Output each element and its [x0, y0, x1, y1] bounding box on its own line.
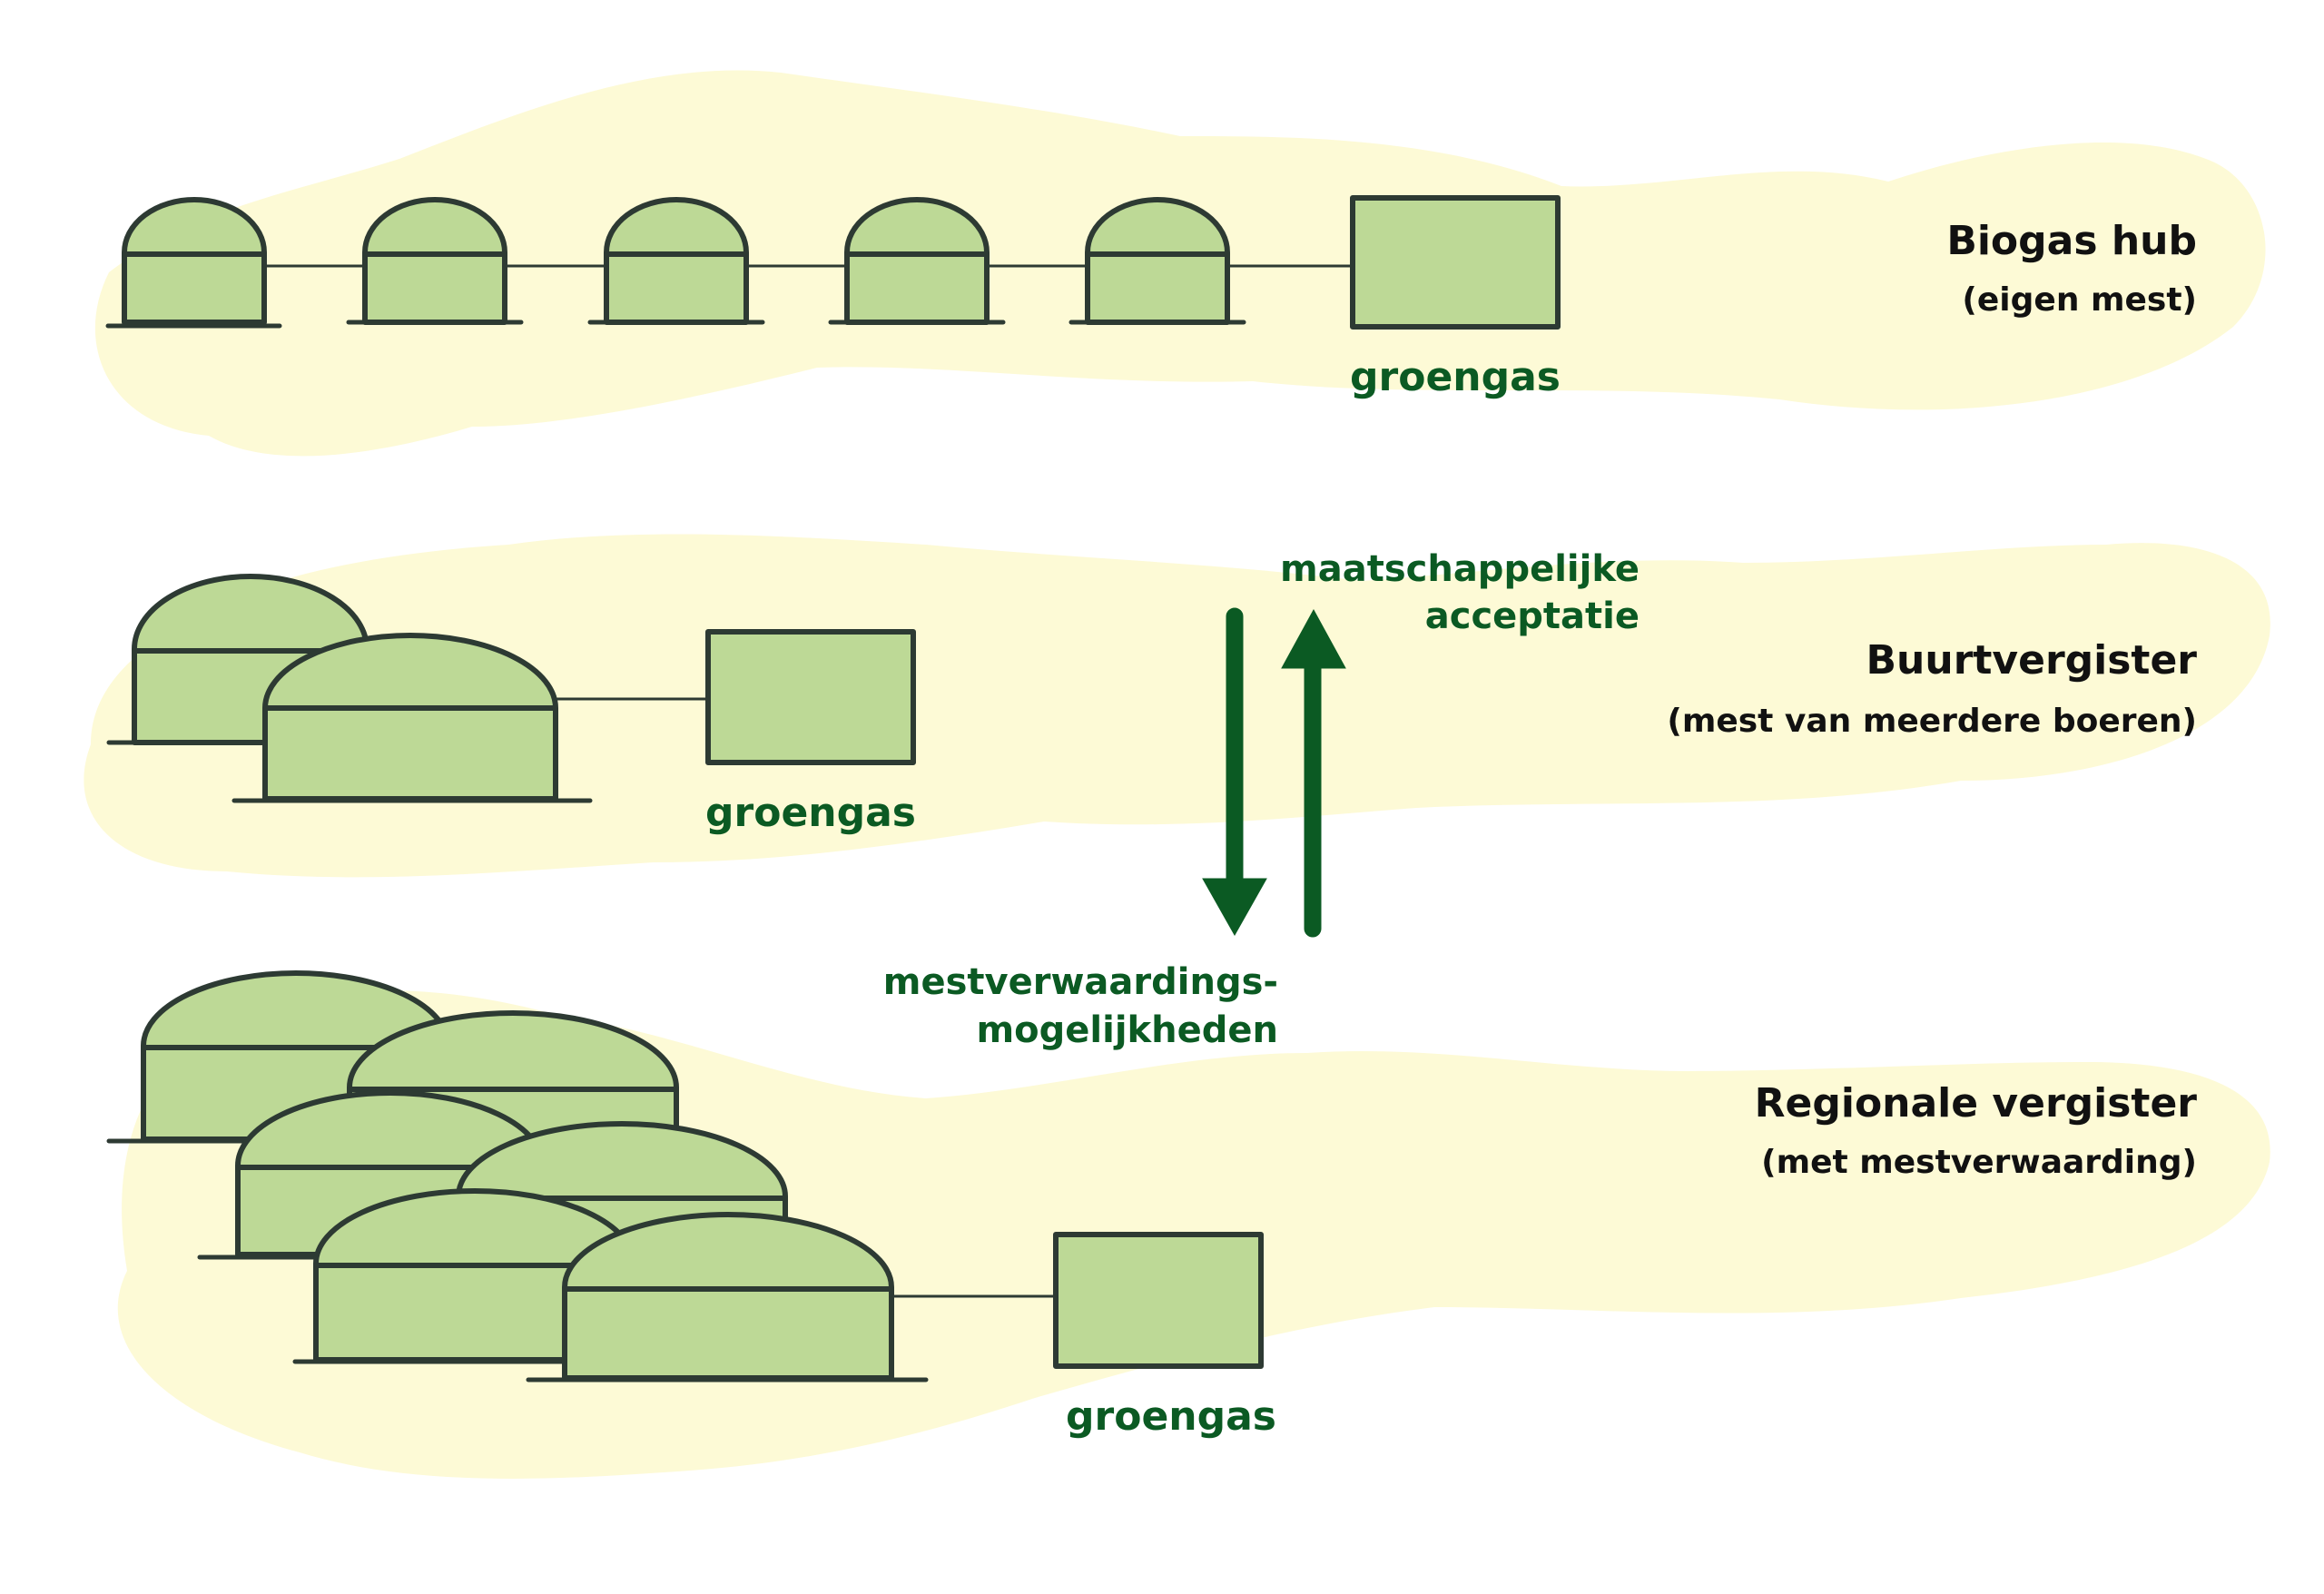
groengas-installation-box — [705, 629, 916, 765]
row-title: Biogas hub — [1946, 218, 2197, 264]
groengas-installation-box — [1350, 195, 1561, 330]
row-buurtvergister: groengas Buurtvergister (mest van meerde… — [106, 574, 2198, 836]
arrow-up-label-line2: acceptatie — [1425, 595, 1640, 637]
arrow-up — [1281, 608, 1346, 938]
digester-tank — [526, 1212, 929, 1382]
digester-tank — [1068, 197, 1246, 325]
groengas-label: groengas — [1066, 1393, 1276, 1440]
row-regionale-vergister: groengas Regionale vergister (met mestve… — [106, 970, 2198, 1440]
row-subtitle: (mest van meerdere boeren) — [1667, 703, 2197, 740]
row-subtitle: (eigen mest) — [1962, 281, 2197, 319]
row-biogas-hub: groengas Biogas hub (eigen mest) — [105, 195, 2197, 400]
scale-arrows: maatschappelijke acceptatie mestverwaard… — [883, 548, 1640, 1051]
row-subtitle: (met mestverwaarding) — [1761, 1144, 2197, 1181]
digester-tank — [231, 633, 593, 803]
digester-tank — [346, 197, 524, 325]
arrow-down-label-line1: mestverwaardings- — [883, 961, 1278, 1003]
digester-tank — [105, 197, 282, 329]
row-title: Regionale vergister — [1755, 1080, 2198, 1127]
row-title: Buurtvergister — [1866, 637, 2198, 684]
background-band-buurtvergister — [84, 534, 2270, 878]
groengas-installation-box — [1053, 1232, 1264, 1369]
arrow-up-label-line1: maatschappelijke — [1280, 548, 1640, 590]
digester-tank — [587, 197, 765, 325]
groengas-label: groengas — [705, 790, 916, 836]
arrow-down — [1202, 607, 1267, 937]
groengas-label: groengas — [1350, 354, 1561, 400]
digester-tank — [828, 197, 1006, 325]
arrow-down-label-line2: mogelijkheden — [977, 1009, 1279, 1051]
